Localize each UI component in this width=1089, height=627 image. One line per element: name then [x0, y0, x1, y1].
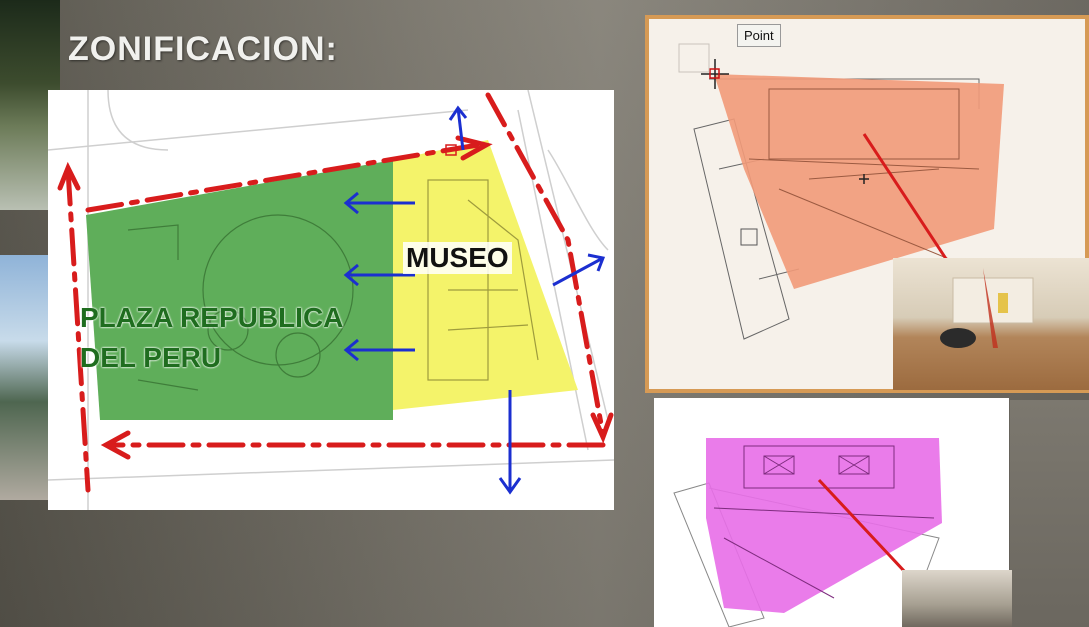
cad-orange-zone — [714, 74, 1004, 289]
gallery-photo-2 — [902, 570, 1012, 627]
gallery-visitors — [940, 328, 976, 348]
lower-magenta-zone — [706, 438, 942, 613]
background-sliver — [1010, 400, 1089, 627]
site-plan-image: MUSEO PLAZA REPUBLICA DEL PERU — [48, 90, 614, 510]
plaza-zone — [86, 160, 393, 420]
plaza-label-line2: DEL PERU — [80, 342, 222, 373]
gallery-red-arrow — [983, 268, 998, 348]
gallery-photo-1-drawing — [940, 268, 1034, 348]
lower-plan-interior — [713, 445, 935, 599]
cad-tool-icon — [678, 43, 710, 73]
museo-zone — [393, 140, 578, 410]
plaza-label: PLAZA REPUBLICA DEL PERU — [80, 298, 420, 378]
gallery-photo-1 — [893, 258, 1089, 390]
plaza-label-line1: PLAZA REPUBLICA — [80, 302, 344, 333]
circulation-arrows — [65, 92, 606, 493]
flow-arrows — [343, 105, 606, 495]
point-tooltip: Point — [737, 24, 781, 47]
slide-title: ZONIFICACION: — [68, 30, 338, 68]
museo-details — [427, 179, 539, 381]
point-marker — [445, 144, 457, 156]
cad-interior — [740, 88, 980, 260]
cad-viewport[interactable]: Point — [645, 15, 1089, 393]
site-plan-drawing — [48, 90, 614, 510]
plaza-details — [127, 214, 354, 391]
gallery-back-wall — [952, 277, 1034, 324]
circulation-arrowheads — [57, 135, 614, 460]
museo-label: MUSEO — [403, 242, 512, 274]
crosshair-cursor — [701, 59, 869, 184]
gallery-artwork — [998, 293, 1008, 313]
